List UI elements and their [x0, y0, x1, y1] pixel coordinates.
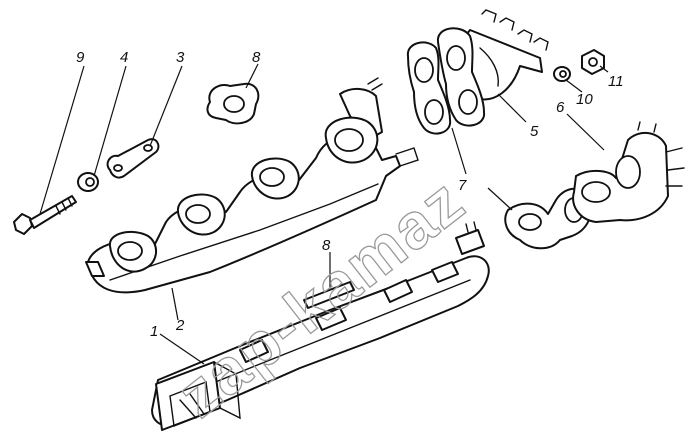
bolt-part-9 — [13, 195, 77, 235]
callout-2: 2 — [175, 317, 185, 334]
flange-gasket-part-8-lower — [303, 281, 355, 309]
leader-lines — [39, 63, 609, 365]
callout-10: 10 — [576, 91, 593, 108]
gasket-part-7-upper — [406, 27, 486, 135]
exhaust-manifold-part-2 — [85, 77, 419, 294]
callout-1: 1 — [150, 323, 158, 340]
callout-9: 9 — [76, 49, 85, 66]
nut-part-11 — [581, 49, 605, 75]
outlet-flange-part-6 — [572, 121, 685, 223]
callout-5: 5 — [530, 123, 539, 140]
callout-11: 11 — [608, 73, 624, 90]
exhaust-pipe-part-1 — [151, 221, 490, 431]
callout-6: 6 — [556, 99, 565, 116]
callout-8-upper: 8 — [252, 49, 261, 66]
washer-part-4 — [77, 172, 99, 192]
callout-numbers: 9 4 3 8 2 1 5 6 7 8 10 11 — [76, 49, 624, 340]
flange-gasket-part-8-upper — [206, 82, 260, 125]
lock-plate-part-3 — [106, 138, 160, 179]
callout-3: 3 — [176, 49, 185, 66]
callout-8-lower: 8 — [322, 237, 331, 254]
callout-4: 4 — [120, 49, 128, 66]
washer-part-10 — [553, 66, 571, 82]
callout-7: 7 — [458, 177, 467, 194]
